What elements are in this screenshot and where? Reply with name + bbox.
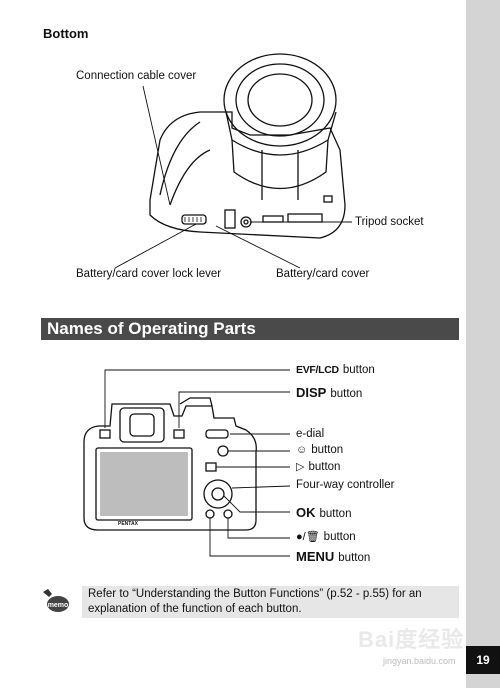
connection-cable-cover-callout: Connection cable cover xyxy=(76,70,197,82)
face-detect-button-label: ☺button xyxy=(296,444,344,456)
memo-icon: memo xyxy=(43,589,69,612)
memo-note: Refer to “Understanding the Button Funct… xyxy=(82,586,459,618)
playback-icon: ▷ xyxy=(296,461,305,473)
green-delete-icon: ●/🗑 xyxy=(296,531,320,543)
face-detect-icon: ☺ xyxy=(296,444,308,456)
green-delete-button-label: ●/🗑button xyxy=(296,531,356,543)
section-heading: Names of Operating Parts xyxy=(41,318,459,340)
playback-button-label: ▷button xyxy=(296,461,341,473)
side-tab-strip xyxy=(466,0,500,688)
page-number: 19 xyxy=(466,646,500,674)
four-way-controller-label: Four-way controller xyxy=(296,479,395,491)
camera-brand-label: PENTAX xyxy=(118,521,139,527)
bottom-heading: Bottom xyxy=(43,26,89,41)
svg-text:memo: memo xyxy=(48,602,69,609)
tripod-socket-callout: Tripod socket xyxy=(355,216,424,228)
battery-card-cover-callout: Battery/card cover xyxy=(276,268,370,280)
e-dial-label: e-dial xyxy=(296,428,325,440)
lock-lever-callout: Battery/card cover lock lever xyxy=(76,268,222,280)
watermark-url: jingyan.baidu.com xyxy=(383,656,456,666)
watermark-logo: Bai度经验 xyxy=(358,627,465,652)
